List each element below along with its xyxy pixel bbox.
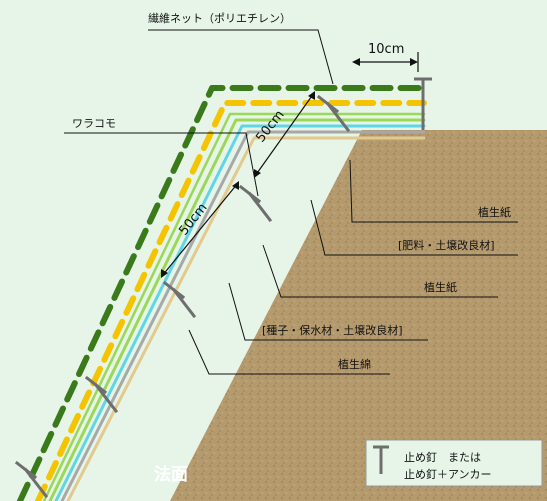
layer-tan bbox=[66, 136, 426, 501]
dim-arrowhead-right bbox=[410, 58, 418, 66]
legend-line-1: 止め釘 または bbox=[404, 450, 481, 464]
dimension-arrows bbox=[161, 52, 419, 278]
net-line bbox=[17, 85, 427, 501]
leader-cotton bbox=[188, 329, 390, 375]
pin-icon bbox=[84, 375, 119, 414]
pins bbox=[14, 77, 432, 499]
layer-paper-inner bbox=[42, 112, 426, 501]
layer-paper bbox=[48, 118, 426, 501]
pin-icon bbox=[162, 280, 197, 319]
legend: 止め釘 または 止め釘＋アンカー bbox=[365, 439, 543, 487]
layer-grey bbox=[60, 130, 426, 501]
pin-icon bbox=[14, 460, 49, 499]
straw-mat-line bbox=[35, 100, 427, 501]
pin-icon bbox=[316, 94, 351, 133]
label-paper-top: 植生紙 bbox=[478, 205, 511, 219]
leader-straw bbox=[64, 132, 259, 197]
layer-stack bbox=[17, 85, 427, 501]
leader-paper-top bbox=[349, 159, 518, 223]
leader-paper-mid bbox=[262, 244, 498, 298]
label-cotton: 植生綿 bbox=[338, 357, 371, 371]
legend-line-2: 止め釘＋アンカー bbox=[404, 467, 492, 481]
label-net: 繊維ネット（ポリエチレン） bbox=[148, 12, 291, 25]
label-straw-mat: ワラコモ bbox=[72, 117, 116, 130]
label-seed: [種子・保水材・土壌改良材] bbox=[262, 323, 403, 337]
dim-arrowhead-upper-a bbox=[254, 169, 261, 178]
legend-pin-icon bbox=[373, 445, 389, 474]
dim-arrowhead-left bbox=[352, 58, 360, 66]
slope-label: 法面 bbox=[154, 464, 188, 485]
leader-lines bbox=[64, 29, 518, 375]
leader-fertilizer bbox=[310, 199, 518, 256]
dim-arrowhead-lower-b bbox=[232, 181, 239, 190]
pin-icon bbox=[238, 184, 273, 223]
leader-seed bbox=[228, 282, 428, 341]
leader-net bbox=[148, 29, 334, 85]
dim-arrowhead-lower-a bbox=[161, 269, 168, 278]
label-fertilizer: [肥料・土壌改良材] bbox=[398, 238, 495, 252]
pin-icon-top bbox=[414, 77, 432, 130]
dim-arrow-upper bbox=[254, 92, 315, 177]
layer-cyan bbox=[54, 124, 426, 501]
label-paper-mid: 植生紙 bbox=[424, 280, 457, 294]
dim-width-top-label: 10cm bbox=[368, 42, 404, 57]
legend-box bbox=[365, 439, 543, 487]
soil-ground bbox=[170, 130, 547, 501]
dim-arrowhead-upper-b bbox=[308, 91, 315, 100]
dim-arrow-lower bbox=[161, 182, 239, 277]
